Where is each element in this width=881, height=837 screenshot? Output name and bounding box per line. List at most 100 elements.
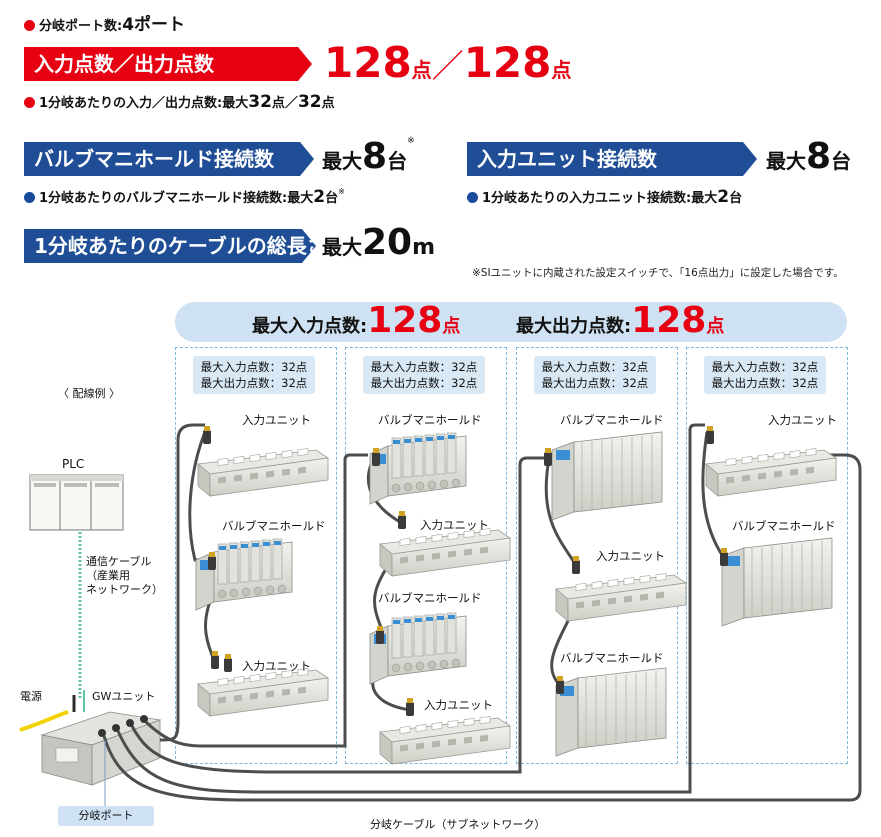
- valve-manifold-device: [551, 431, 663, 521]
- device-label: バルブマニホールド: [560, 651, 664, 665]
- branch-port-pointer: [104, 740, 106, 806]
- branch-ports-value: 4ポート: [122, 15, 186, 35]
- input-per-branch-unit: 台: [729, 191, 743, 206]
- valve-manifold-device: [555, 667, 667, 757]
- input-max-value: 最大8台: [766, 136, 851, 177]
- device-label: バルブマニホールド: [378, 413, 482, 427]
- valve-per-branch-line: 1分岐あたりのバルブマニホールド接続数:最大2台※: [24, 187, 345, 207]
- input-unit-device: [197, 447, 329, 497]
- device-label: バルブマニホールド: [222, 519, 326, 533]
- device-label: 入力ユニット: [242, 659, 311, 673]
- valve-manifold-device: [369, 432, 467, 505]
- group-out-points: 最大出力点数：32点: [541, 376, 649, 390]
- branch-ports-label: 分岐ポート数:: [39, 19, 123, 34]
- plc-label: PLC: [62, 457, 85, 471]
- valve-manifold-device: [721, 537, 833, 627]
- max-in-unit: 点: [442, 316, 461, 337]
- comm-cable-line1: 通信ケーブル: [86, 555, 152, 568]
- comm-cable-line2: （産業用: [86, 569, 130, 582]
- io-in-value: 128: [324, 38, 412, 87]
- blue-bullet-icon: [467, 192, 478, 203]
- io-per-branch-out: 32: [297, 92, 322, 112]
- input-unit-device: [555, 572, 687, 622]
- branch-group-1: [175, 347, 337, 764]
- group-in-points: 最大入力点数：32点: [711, 360, 819, 374]
- max-in-label: 最大入力点数:: [252, 316, 368, 337]
- red-bullet-icon: [24, 20, 35, 31]
- max-points-pill: [175, 302, 847, 342]
- group-out-points: 最大出力点数：32点: [200, 376, 308, 390]
- io-out-value: 128: [463, 38, 552, 87]
- power-label: 電源: [20, 690, 42, 703]
- valve-max-num: 8: [362, 136, 388, 177]
- max-in-value: 128: [367, 300, 443, 341]
- input-unit-device: [379, 527, 511, 577]
- input-max-unit: 台: [831, 149, 852, 173]
- group-in-points: 最大入力点数：32点: [200, 360, 308, 374]
- device-label: 入力ユニット: [768, 413, 837, 427]
- input-unit-device: [705, 447, 837, 497]
- io-per-branch-sep: 点／: [271, 96, 298, 111]
- device-label: バルブマニホールド: [378, 591, 482, 605]
- blue-bullet-icon: [24, 192, 35, 203]
- valve-max-unit: 台: [387, 149, 408, 173]
- red-bullet-icon: [24, 97, 35, 108]
- max-out-value: 128: [631, 300, 707, 341]
- device-label: 入力ユニット: [242, 413, 311, 427]
- branch-group-4: [686, 347, 848, 764]
- io-unit: 点: [411, 58, 432, 82]
- input-per-branch-num: 2: [717, 187, 730, 207]
- input-unit-device: [379, 715, 511, 765]
- cable-length-banner: 1分岐あたりのケーブルの総長さ: [24, 229, 316, 263]
- footnote-mark: ※: [338, 187, 345, 196]
- input-unit-device: [197, 667, 329, 717]
- cable-length-value: 最大20m: [322, 222, 435, 263]
- gw-unit: [40, 711, 162, 786]
- input-unit-banner: 入力ユニット接続数: [467, 142, 757, 176]
- comm-cable-line3: ネットワーク）: [86, 583, 163, 596]
- input-per-branch-line: 1分岐あたりの入力ユニット接続数:最大2台: [467, 187, 742, 207]
- group-3-points-box: 最大入力点数：32点最大出力点数：32点: [534, 356, 656, 394]
- plc-device: [29, 474, 124, 531]
- power-cable: [19, 710, 69, 732]
- group-out-points: 最大出力点数：32点: [711, 376, 819, 390]
- valve-per-branch-num: 2: [313, 187, 326, 207]
- max-out-points: 最大出力点数:128点: [516, 300, 724, 341]
- branch-group-3: [516, 347, 678, 764]
- group-1-points-box: 最大入力点数：32点最大出力点数：32点: [193, 356, 315, 394]
- device-label: 入力ユニット: [424, 698, 493, 712]
- io-slash: ／: [431, 47, 464, 85]
- valve-max-label: 最大: [322, 149, 362, 173]
- max-out-label: 最大出力点数:: [516, 316, 632, 337]
- wiring-example-label: 〈 配線例 〉: [58, 387, 120, 400]
- valve-manifold-device: [195, 538, 293, 611]
- max-in-points: 最大入力点数:128点: [252, 300, 460, 341]
- comm-cable-label: 通信ケーブル （産業用 ネットワーク）: [86, 555, 163, 597]
- group-out-points: 最大出力点数：32点: [370, 376, 478, 390]
- cable-max-num: 20: [362, 222, 413, 263]
- io-points-banner: 入力点数／出力点数: [24, 47, 312, 81]
- group-4-points-box: 最大入力点数：32点最大出力点数：32点: [704, 356, 826, 394]
- group-in-points: 最大入力点数：32点: [541, 360, 649, 374]
- gw-unit-label: GWユニット: [92, 690, 156, 703]
- input-max-num: 8: [806, 136, 832, 177]
- valve-max-value: 最大8台 ※: [322, 136, 415, 177]
- footnote-mark: ※: [407, 136, 415, 146]
- io-unit: 点: [551, 58, 572, 82]
- group-2-points-box: 最大入力点数：32点最大出力点数：32点: [363, 356, 485, 394]
- input-per-branch-label: 1分岐あたりの入力ユニット接続数:最大: [482, 191, 718, 206]
- device-label: 入力ユニット: [420, 518, 489, 532]
- input-max-label: 最大: [766, 149, 806, 173]
- footnote: ※SIユニットに内蔵された設定スイッチで、「16点出力」に設定した場合です。: [472, 267, 844, 279]
- io-per-branch-line: 1分岐あたりの入力／出力点数:最大32点／32点: [24, 92, 335, 112]
- branch-ports-line: 分岐ポート数:4ポート: [24, 10, 185, 35]
- branch-cable-label: 分岐ケーブル（サブネットワーク）: [370, 818, 546, 831]
- io-per-branch-label: 1分岐あたりの入力／出力点数:最大: [39, 96, 249, 111]
- device-label: バルブマニホールド: [732, 519, 836, 533]
- max-out-unit: 点: [706, 316, 725, 337]
- group-in-points: 最大入力点数：32点: [370, 360, 478, 374]
- cable-max-label: 最大: [322, 235, 362, 259]
- io-per-branch-in: 32: [248, 92, 272, 112]
- device-label: 入力ユニット: [596, 549, 665, 563]
